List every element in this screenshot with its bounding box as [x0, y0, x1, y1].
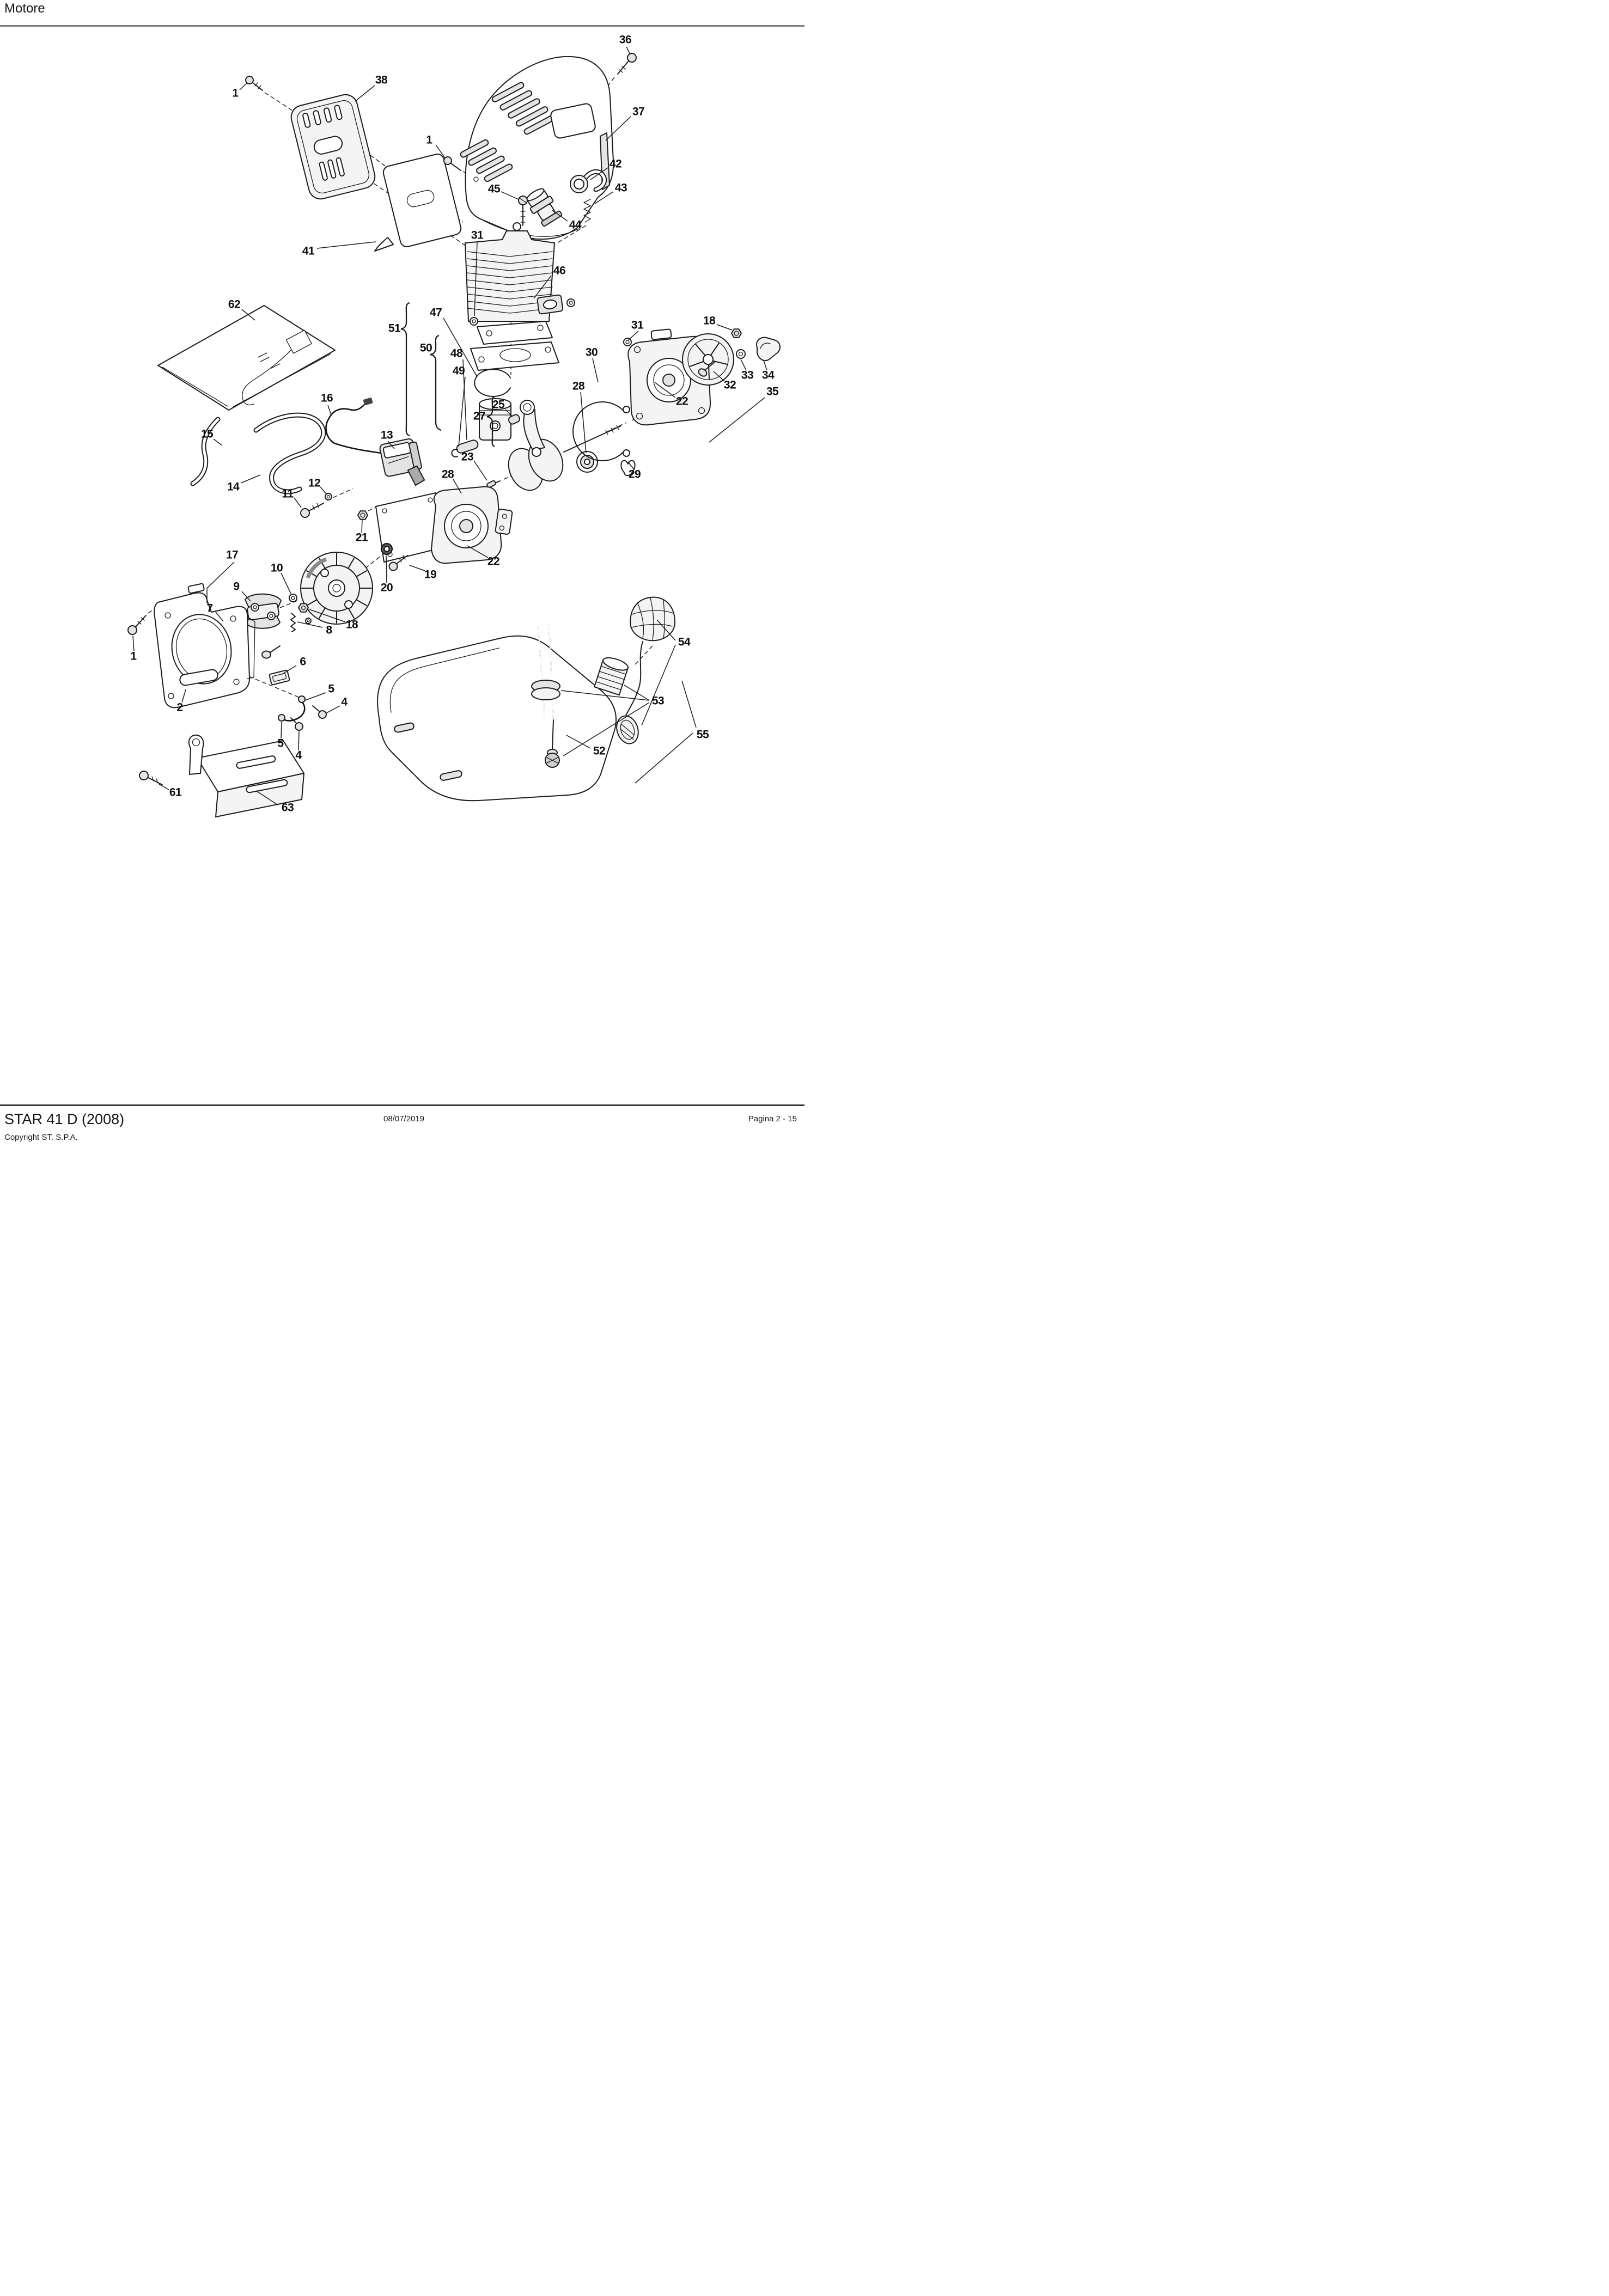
part-screw-61 [139, 771, 163, 785]
part-nut-18b [298, 603, 312, 624]
part-valve-44 [526, 188, 563, 227]
part-fuel-cap-54 [616, 596, 676, 744]
part-screw-1-bottom [127, 615, 147, 635]
part-crankcase-left-22 [375, 486, 513, 564]
part-backplate-2 [154, 583, 255, 709]
part-washer-10 [289, 594, 297, 602]
part-nut-18 [731, 328, 742, 338]
part-screw-19 [388, 555, 408, 571]
part-screw-1-top [245, 76, 263, 91]
part-document-62 [157, 305, 336, 411]
footer-copyright: Copyright ST. S.P.A. [4, 1133, 78, 1142]
part-airfilter-cover-38 [290, 94, 376, 200]
header-rule [0, 25, 804, 27]
part-guard-63 [188, 734, 304, 817]
page-title: Motore [4, 1, 45, 16]
part-screw-1-middle [443, 156, 461, 171]
part-cylinder [465, 222, 575, 326]
part-wire-16 [325, 398, 382, 454]
part-retainer-29 [620, 460, 636, 477]
brace-50 [430, 334, 442, 431]
catalog-page: Motore [0, 0, 804, 1148]
footer-rule [0, 1104, 804, 1106]
part-screw-45 [518, 196, 528, 226]
leader-lines [132, 46, 767, 805]
part-rod-bushing-25 [508, 414, 521, 425]
part-fuel-tank-52 [377, 635, 629, 802]
part-elbow-42 [570, 169, 607, 193]
brace-27 [486, 395, 495, 448]
part-washer-20 [381, 543, 393, 555]
part-spring-8 [290, 613, 296, 632]
part-block-6 [269, 669, 290, 686]
part-gaskets-46 [470, 321, 559, 371]
part-screw-11 [300, 503, 324, 518]
part-ground-wire-5-4 [278, 695, 327, 731]
part-washer-12 [325, 493, 332, 500]
footer-model: STAR 41 D (2008) [4, 1111, 125, 1127]
part-piston-50 [479, 398, 511, 441]
part-screw-36 [617, 53, 637, 75]
part-backing-plate-41 [374, 154, 462, 252]
part-engine-cover-37 [460, 56, 614, 240]
part-bearing-28-right [576, 451, 598, 473]
part-ignition-coil-13 [379, 438, 425, 486]
part-piston-ring-47 [474, 369, 511, 397]
part-clutch-9 [245, 593, 282, 629]
exploded-diagram [127, 46, 781, 817]
part-tube-15 [190, 417, 221, 486]
part-gasket-30 [572, 401, 630, 461]
part-screw-7b [261, 645, 281, 659]
part-pin-clip-49 [451, 449, 458, 457]
part-flywheel-17 [300, 552, 373, 625]
part-fuel-pickup-53 [531, 625, 560, 768]
part-washer-31-right [623, 338, 632, 346]
part-nut-21 [357, 510, 368, 520]
part-bracket-34 [756, 337, 781, 362]
footer-date: 08/07/2019 [383, 1114, 425, 1123]
part-tube-14 [253, 412, 326, 494]
footer-page-number: Pagina 2 - 15 [748, 1114, 797, 1123]
part-washer-33 [736, 349, 746, 359]
part-clutch-drum-18 [682, 333, 734, 386]
part-spring-43 [583, 199, 591, 223]
brace-51 [400, 302, 410, 437]
part-screw-32 [698, 361, 716, 377]
